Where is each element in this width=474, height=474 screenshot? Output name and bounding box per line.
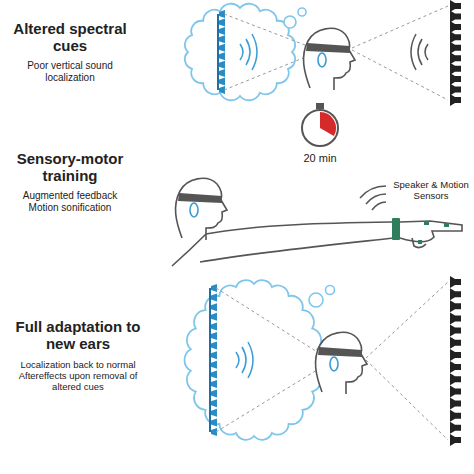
- speaker: [450, 422, 461, 434]
- step-title: Altered spectral cues: [8, 20, 132, 55]
- duration-label: 20 min: [290, 152, 350, 165]
- map-line: [209, 288, 211, 432]
- map-speaker: [219, 78, 225, 86]
- map-speaker: [219, 61, 225, 69]
- map-speaker: [211, 390, 217, 398]
- speaker: [450, 361, 461, 373]
- map-speaker: [211, 342, 217, 350]
- map-speaker: [211, 409, 217, 417]
- map-speaker: [211, 303, 217, 311]
- speaker: [450, 42, 461, 54]
- speaker: [450, 276, 461, 288]
- map-speaker: [219, 18, 225, 26]
- map-line: [217, 14, 219, 90]
- map-speaker: [219, 69, 225, 77]
- map-speaker: [211, 380, 217, 388]
- speaker: [450, 434, 461, 446]
- step-note: Poor vertical sound localization: [12, 60, 128, 83]
- map-speaker: [211, 361, 217, 369]
- step-title: Full adaptation to new ears: [4, 318, 152, 353]
- step-title: Sensory-motor training: [8, 150, 132, 185]
- step-note: Localization back to normal Aftereffects…: [4, 360, 152, 393]
- map-speaker: [211, 294, 217, 302]
- speaker: [450, 312, 461, 324]
- speaker: [450, 385, 461, 397]
- speaker: [450, 337, 461, 349]
- speaker: [450, 410, 461, 422]
- speaker: [450, 288, 461, 300]
- speaker: [450, 373, 461, 385]
- blindfolded-head: [176, 178, 227, 240]
- speaker: [450, 52, 461, 64]
- map-speaker: [211, 418, 217, 426]
- map-speaker: [211, 351, 217, 359]
- map-speaker: [211, 370, 217, 378]
- speaker: [450, 0, 461, 12]
- map-speaker: [211, 399, 217, 407]
- brain-cloud: [185, 4, 295, 100]
- map-speaker: [211, 322, 217, 330]
- step-note: Augmented feedback Motion sonification: [8, 190, 132, 213]
- speaker: [450, 73, 461, 85]
- speaker: [450, 10, 461, 22]
- map-speaker: [219, 44, 225, 52]
- brain-cloud: [184, 280, 323, 439]
- blindfolded-head: [304, 28, 355, 90]
- speaker: [450, 94, 461, 106]
- map-speaker: [211, 332, 217, 340]
- speaker: [450, 63, 461, 75]
- motion-sensors: [392, 218, 449, 244]
- map-speaker: [219, 35, 225, 43]
- sound-waves-inner: [236, 34, 257, 378]
- map-speaker: [219, 27, 225, 35]
- map-speaker: [219, 52, 225, 60]
- device-label: Speaker & Motion Sensors: [392, 180, 470, 202]
- speaker: [450, 300, 461, 312]
- speaker: [450, 398, 461, 410]
- speaker: [450, 21, 461, 33]
- blindfolded-head: [316, 332, 367, 394]
- speaker: [450, 31, 461, 43]
- speaker: [450, 349, 461, 361]
- map-speaker: [211, 313, 217, 321]
- speaker: [450, 325, 461, 337]
- stopwatch: [302, 103, 338, 146]
- arm: [172, 221, 462, 266]
- speaker: [450, 84, 461, 96]
